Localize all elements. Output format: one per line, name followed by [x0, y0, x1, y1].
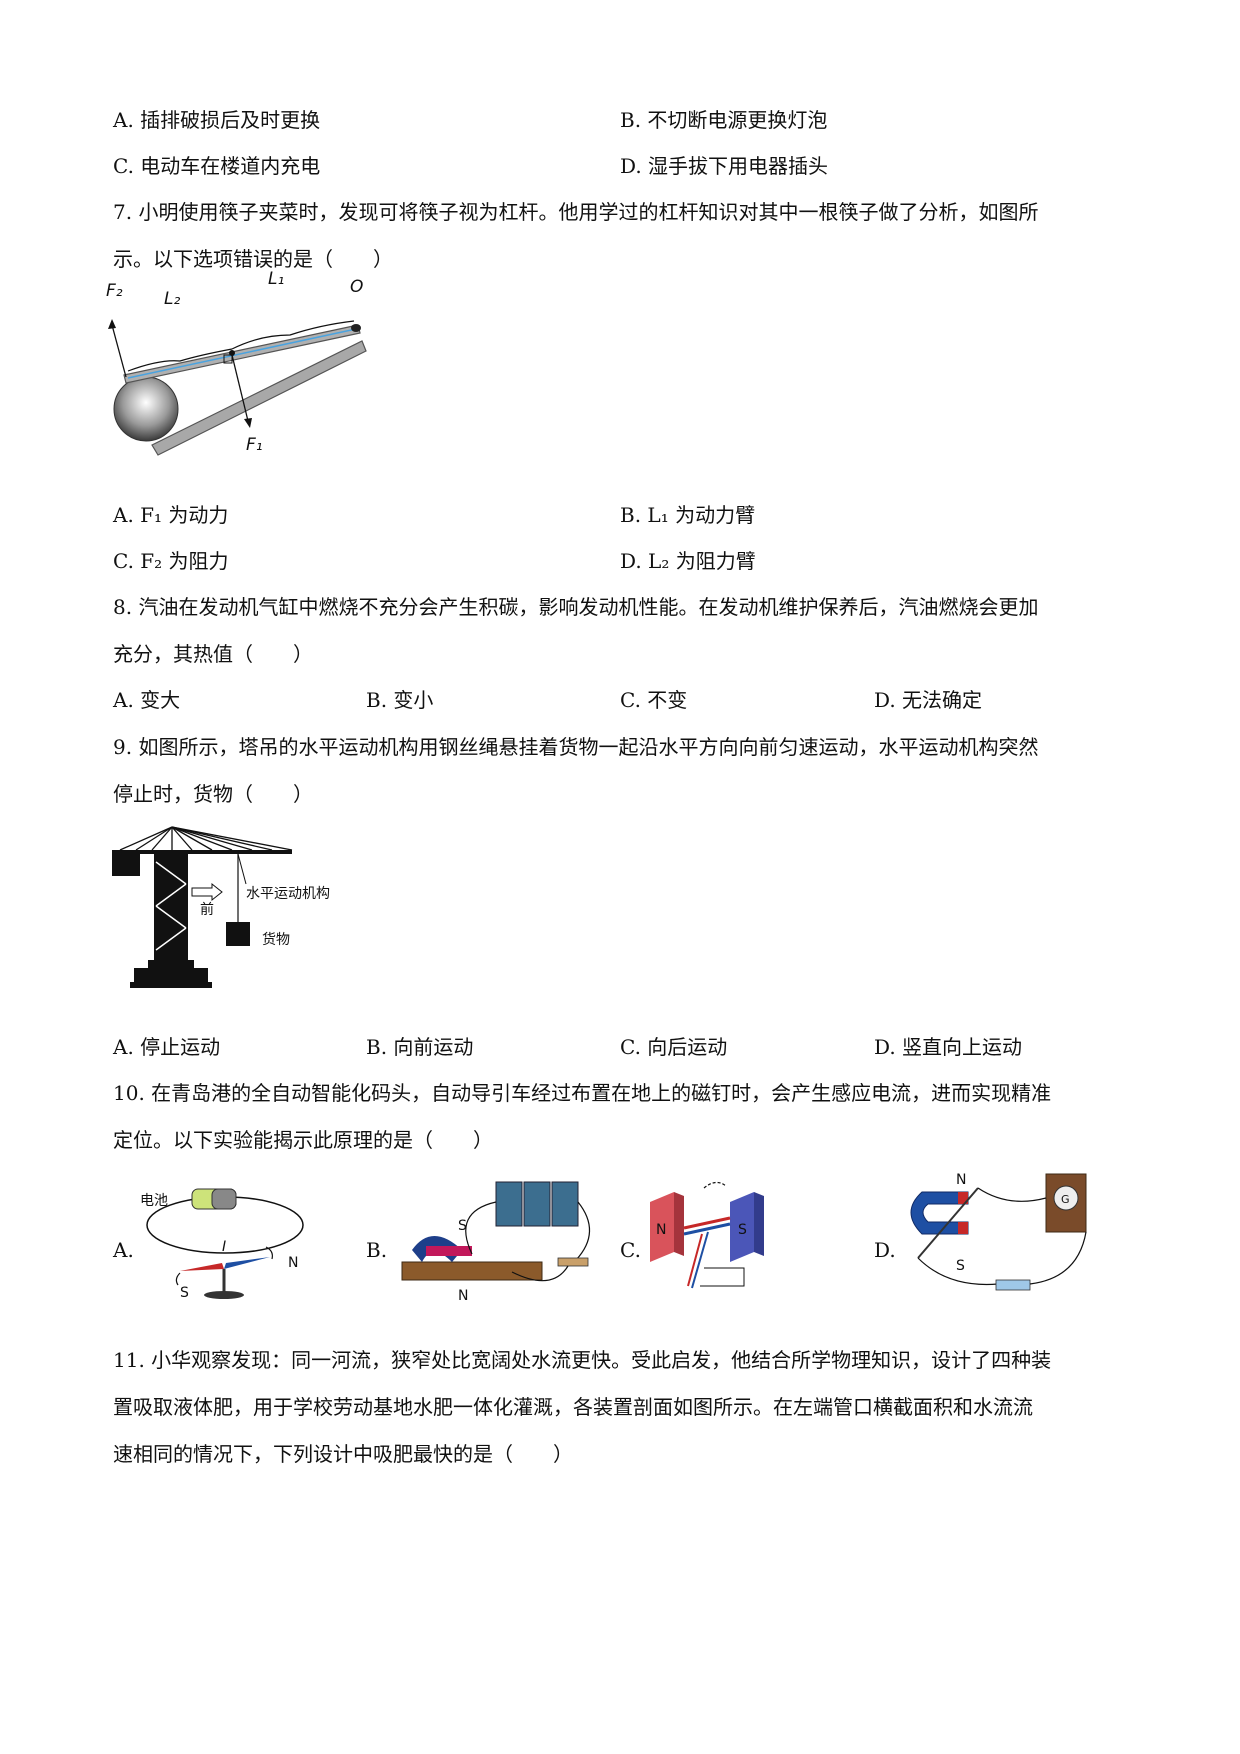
q10-option-a-label: A. — [113, 1238, 134, 1262]
q9-option-d: D. 竖直向上运动 — [874, 1035, 1023, 1059]
q7-option-d: D. L₂ 为阻力臂 — [620, 549, 756, 573]
label-d-n: N — [956, 1172, 967, 1188]
q9-stem-line2: 停止时，货物（ ） — [113, 782, 313, 806]
q10-option-b-label: B. — [366, 1238, 388, 1262]
q8-option-d: D. 无法确定 — [874, 688, 983, 712]
label-a-n: N — [288, 1255, 299, 1271]
label-l1: L₁ — [268, 269, 285, 289]
label-f2: F₂ — [106, 281, 123, 301]
q8-option-b: B. 变小 — [366, 688, 434, 712]
food-ball — [113, 376, 179, 442]
label-c-n: N — [656, 1222, 667, 1238]
label-d-s: S — [956, 1258, 965, 1274]
q6-option-a: A. 插排破损后及时更换 — [113, 108, 321, 132]
q11-stem-line2: 置吸取液体肥，用于学校劳动基地水肥一体化灌溉，各装置剖面如图所示。在左端管口横截… — [113, 1395, 1033, 1419]
label-l2: L₂ — [164, 289, 181, 309]
label-front: 前 — [200, 902, 214, 918]
q6-option-c: C. 电动车在楼道内充电 — [113, 154, 321, 178]
label-o: O — [350, 277, 364, 297]
lower-chopstick — [151, 340, 367, 456]
label-current: I — [222, 1239, 227, 1255]
q8-stem-line2: 充分，其热值（ ） — [113, 642, 313, 666]
q9-option-c: C. 向后运动 — [620, 1035, 728, 1059]
q9-tower-crane-figure: 前 水平运动机构 货物 — [112, 822, 352, 994]
q10-figure-b: S N — [392, 1172, 612, 1312]
label-d-g: G — [1061, 1193, 1070, 1206]
q7-option-c: C. F₂ 为阻力 — [113, 549, 229, 573]
label-a-s: S — [180, 1285, 189, 1301]
label-mechanism: 水平运动机构 — [246, 886, 330, 902]
q9-option-b: B. 向前运动 — [366, 1035, 474, 1059]
label-b-n: N — [458, 1288, 469, 1304]
q9-option-a: A. 停止运动 — [113, 1035, 221, 1059]
label-cargo: 货物 — [262, 932, 290, 948]
q7-option-b: B. L₁ 为动力臂 — [620, 503, 756, 527]
q9-stem-line1: 9. 如图所示，塔吊的水平运动机构用钢丝绳悬挂着货物一起沿水平方向向前匀速运动，… — [113, 735, 1039, 759]
q11-stem-line3: 速相同的情况下，下列设计中吸肥最快的是（ ） — [113, 1442, 573, 1466]
q6-option-b: B. 不切断电源更换灯泡 — [620, 108, 828, 132]
q8-stem-line1: 8. 汽油在发动机气缸中燃烧不充分会产生积碳，影响发动机性能。在发动机维护保养后… — [113, 595, 1039, 619]
q10-option-d-label: D. — [874, 1238, 896, 1262]
q7-stem-line2: 示。以下选项错误的是（ ） — [113, 247, 393, 271]
q6-option-d: D. 湿手拔下用电器插头 — [620, 154, 829, 178]
q10-stem-line2: 定位。以下实验能揭示此原理的是（ ） — [113, 1128, 493, 1152]
q10-figure-d: N S G — [898, 1168, 1108, 1310]
q11-stem-line1: 11. 小华观察发现：同一河流，狭窄处比宽阔处水流更快。受此启发，他结合所学物理… — [113, 1348, 1052, 1372]
label-battery: 电池 — [140, 1193, 168, 1209]
q10-option-c-label: C. — [620, 1238, 641, 1262]
cargo-block — [226, 922, 250, 946]
label-f1: F₁ — [246, 435, 263, 455]
q7-stem-line1: 7. 小明使用筷子夹菜时，发现可将筷子视为杠杆。他用学过的杠杆知识对其中一根筷子… — [113, 200, 1039, 224]
q10-figure-a: 电池 I N S — [140, 1175, 310, 1305]
q8-option-c: C. 不变 — [620, 688, 688, 712]
q10-figure-c: N S — [644, 1178, 784, 1308]
q10-stem-line1: 10. 在青岛港的全自动智能化码头，自动导引车经过布置在地上的磁钉时，会产生感应… — [113, 1081, 1052, 1105]
label-b-s: S — [458, 1218, 467, 1234]
q7-option-a: A. F₁ 为动力 — [113, 503, 229, 527]
label-c-s: S — [738, 1222, 747, 1238]
q8-option-a: A. 变大 — [113, 688, 181, 712]
q7-chopstick-lever-figure: F₂ L₂ L₁ O F₁ — [100, 269, 400, 465]
